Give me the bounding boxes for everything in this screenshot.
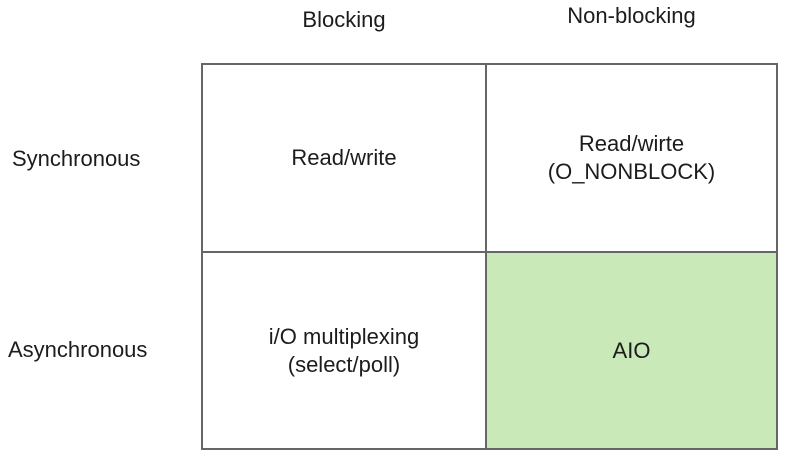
column-header-blocking: Blocking [302, 7, 386, 32]
row-header-synchronous: Synchronous [12, 146, 141, 171]
column-header-non-blocking: Non-blocking [567, 3, 696, 28]
cell-text-line: AIO [612, 337, 651, 363]
cell-synchronous-blocking: Read/write [203, 65, 487, 253]
cell-text-line: (select/poll) [287, 351, 401, 377]
cell-synchronous-non-blocking: Read/wirte (O_NONBLOCK) [487, 65, 776, 253]
cell-text-line: i/O multiplexing [268, 323, 420, 349]
cell-asynchronous-non-blocking-aio: AIO [487, 253, 776, 448]
matrix-grid: Read/write Read/wirte (O_NONBLOCK) i/O m… [201, 63, 778, 450]
cell-text-line: Read/wirte [578, 131, 685, 156]
cell-asynchronous-blocking: i/O multiplexing (select/poll) [203, 253, 487, 448]
cell-text-line: (O_NONBLOCK) [547, 159, 716, 184]
row-header-asynchronous: Asynchronous [8, 337, 148, 362]
cell-text-line: Read/write [291, 145, 397, 170]
